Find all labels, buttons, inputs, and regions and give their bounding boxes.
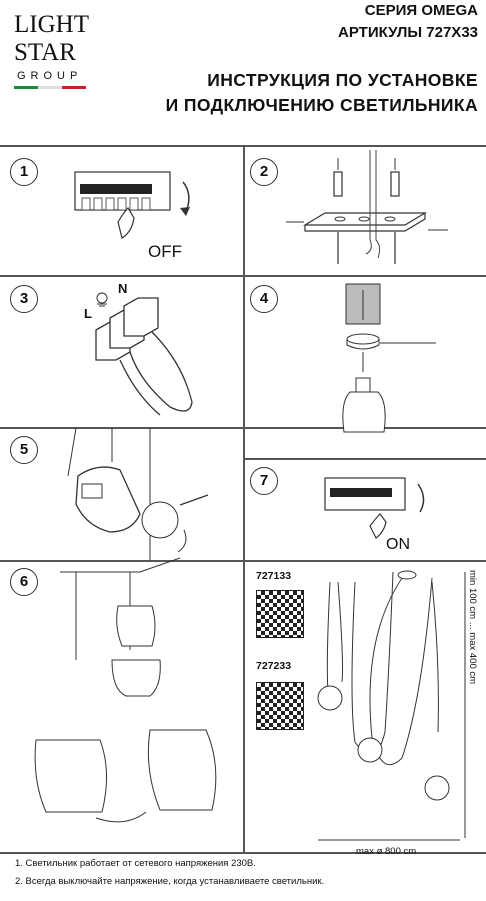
logo-line2: STAR xyxy=(14,39,76,66)
step-1-number: 1 xyxy=(10,158,38,186)
step-6-number: 6 xyxy=(10,568,38,596)
step-7-on-label: ON xyxy=(386,536,410,553)
instruction-title-line1: ИНСТРУКЦИЯ ПО УСТАНОВКЕ xyxy=(207,70,478,90)
step-3-number: 3 xyxy=(10,285,38,313)
step-5-number: 5 xyxy=(10,436,38,464)
grid-divider xyxy=(243,560,245,852)
height-dimension-label: min 100 cm ... max 400 cm xyxy=(467,570,478,685)
note-1: 1. Светильник работает от сетевого напря… xyxy=(15,858,256,869)
grid-divider xyxy=(243,458,486,460)
logo-line1: LIGHT xyxy=(14,11,89,38)
logo-flag xyxy=(14,86,86,89)
qr-code-2 xyxy=(256,682,304,730)
brand-logo: LIGHT STAR GROUP xyxy=(12,6,92,106)
step-4-number: 4 xyxy=(250,285,278,313)
note-2: 2. Всегда выключайте напряжение, когда у… xyxy=(15,876,325,887)
grid-divider xyxy=(0,852,486,854)
qr-code-1 xyxy=(256,590,304,638)
step-3-neutral-label: N xyxy=(118,281,128,296)
instruction-title-line2: И ПОДКЛЮЧЕНИЮ СВЕТИЛЬНИКА xyxy=(165,95,478,115)
step-3-live-label: L xyxy=(84,306,92,321)
width-dimension-label: max ø 800 cm xyxy=(356,846,417,857)
articles-title: АРТИКУЛЫ 727Х33 xyxy=(338,24,478,41)
logo-line3: GROUP xyxy=(17,70,83,82)
step-7-number: 7 xyxy=(250,467,278,495)
step-2-number: 2 xyxy=(250,158,278,186)
step-1-off-label: OFF xyxy=(148,242,182,261)
model-article-2: 727233 xyxy=(256,660,292,672)
series-title: СЕРИЯ OMEGA xyxy=(364,2,478,19)
grid-divider xyxy=(243,145,245,560)
model-article-1: 727133 xyxy=(256,570,292,582)
